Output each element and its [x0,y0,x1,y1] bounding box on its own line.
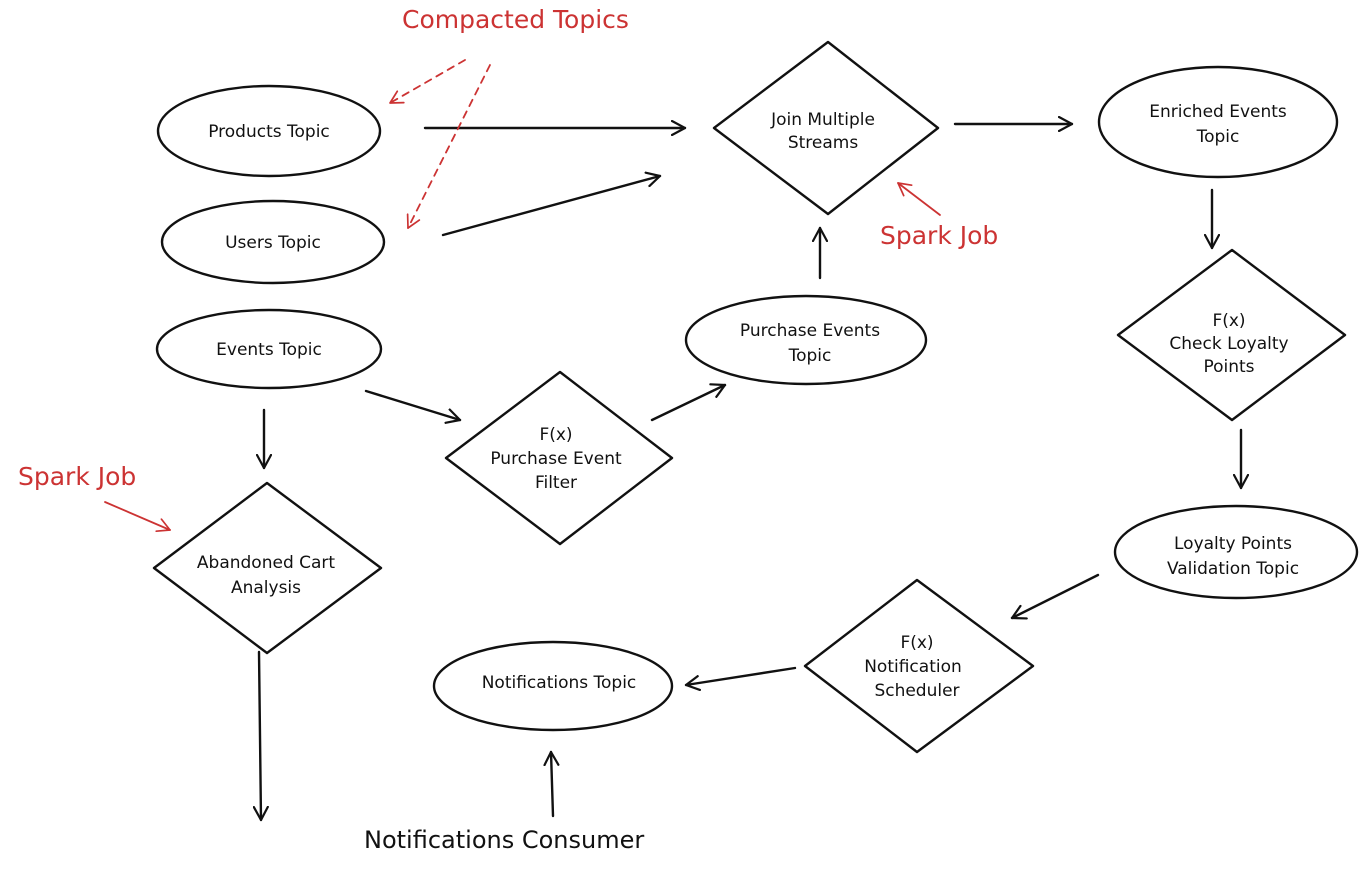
node-notifications-topic: Notifications Topic [432,640,674,732]
node-label: Check Loyalty [1169,334,1288,354]
edge-users-to-join [441,176,662,237]
spark-job-join-arrow [897,182,941,216]
edge-consumer-to-notifications [551,750,553,818]
node-label: F(x) [900,633,933,653]
spark-job-cart-annotation: Spark Job [18,462,136,491]
node-events-topic: Events Topic [155,308,383,390]
node-label: Products Topic [208,122,330,142]
node-label: Abandoned Cart [197,553,336,573]
node-loyalty-points-validation-topic: Loyalty Points Validation Topic [1113,504,1359,600]
node-label: Notification [864,657,962,677]
node-label: Topic [1196,127,1240,147]
edge-scheduler-to-notifications [684,666,797,685]
spark-job-cart-arrow [104,501,171,533]
node-join-multiple-streams: Join Multiple Streams [712,40,940,216]
edge-cart-output [259,650,261,822]
node-check-loyalty-points: F(x) Check Loyalty Points [1116,248,1347,422]
node-label: Notifications Topic [482,673,637,693]
node-label: Users Topic [225,233,321,253]
edge-validation-to-scheduler [1010,573,1100,618]
compacted-arrow-products [389,59,466,104]
node-label: Validation Topic [1167,559,1299,579]
node-notification-scheduler: F(x) Notification Scheduler [803,578,1035,754]
node-purchase-event-filter: F(x) Purchase Event Filter [444,370,674,546]
node-label: Filter [535,473,577,493]
node-label: Scheduler [874,681,959,701]
spark-job-join-annotation: Spark Job [880,221,998,250]
edge-filter-to-purchase-events [650,385,727,422]
node-products-topic: Products Topic [156,84,382,178]
node-label: F(x) [1212,311,1245,331]
compacted-topics-annotation: Compacted Topics [402,5,629,34]
node-label: Purchase Event [490,449,622,469]
node-label: F(x) [539,425,572,445]
node-label: Events Topic [216,340,322,360]
node-label: Purchase Events [740,321,880,341]
node-users-topic: Users Topic [160,199,386,285]
node-label: Enriched Events [1149,102,1287,122]
node-enriched-events-topic: Enriched Events Topic [1097,65,1339,179]
node-label: Points [1203,357,1254,377]
node-label: Join Multiple [770,110,875,130]
node-abandoned-cart-analysis: Abandoned Cart Analysis [152,481,383,655]
node-label: Loyalty Points [1174,534,1292,554]
node-label: Topic [788,346,832,366]
compacted-arrow-users [406,64,491,229]
node-purchase-events-topic: Purchase Events Topic [684,294,928,386]
edge-events-to-filter [364,389,462,420]
node-label: Streams [788,133,859,153]
node-label: Analysis [231,578,301,598]
notifications-consumer-label: Notifications Consumer [364,826,644,854]
